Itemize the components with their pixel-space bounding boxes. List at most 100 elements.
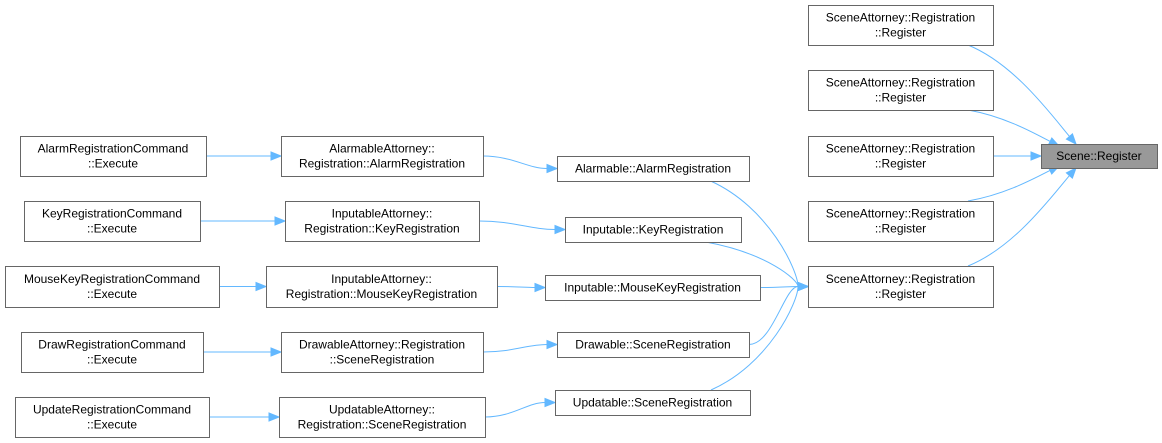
- node-drawable-attorney[interactable]: DrawableAttorney::Registration::SceneReg…: [281, 332, 484, 373]
- node-label-line: SceneAttorney::Registration: [826, 76, 975, 90]
- node-alarmable-attorney[interactable]: AlarmableAttorney::Registration::AlarmRe…: [281, 136, 484, 177]
- node-label-line: Alarmable::AlarmRegistration: [575, 162, 731, 176]
- node-label-line: KeyRegistrationCommand: [42, 207, 182, 221]
- node-label-line: SceneAttorney::Registration: [826, 11, 975, 25]
- node-label-line: SceneAttorney::Registration: [826, 142, 975, 156]
- edge-arrowhead: [546, 339, 559, 350]
- edge-arrowhead: [546, 163, 559, 174]
- node-sa-reg-3[interactable]: SceneAttorney::Registration::Register: [808, 136, 994, 177]
- node-box: [557, 332, 750, 358]
- edge-arrowhead: [1065, 166, 1077, 180]
- node-box: [285, 201, 480, 242]
- node-draw-cmd[interactable]: DrawRegistrationCommand::Execute: [21, 332, 204, 373]
- node-box: [808, 266, 994, 308]
- edge-line: [482, 344, 548, 353]
- edge-line: [705, 241, 799, 287]
- edge-arrowhead: [268, 412, 281, 422]
- node-label-line: AlarmableAttorney::: [329, 142, 434, 156]
- node-label-line: ::Execute: [88, 157, 138, 171]
- edge-arrowhead: [544, 397, 557, 408]
- node-box: [24, 201, 201, 242]
- edge-line: [748, 286, 799, 345]
- node-mousekey-cmd[interactable]: MouseKeyRegistrationCommand::Execute: [5, 266, 220, 308]
- edge-line: [482, 155, 548, 169]
- node-updatable-attorney[interactable]: UpdatableAttorney::Registration::SceneRe…: [279, 397, 486, 438]
- node-label-line: Scene::Register: [1056, 149, 1141, 163]
- node-label-line: ::Register: [875, 91, 926, 105]
- node-label-line: ::SceneRegistration: [330, 353, 435, 367]
- node-sa-reg-2[interactable]: SceneAttorney::Registration::Register: [808, 70, 994, 111]
- node-label-line: SceneAttorney::Registration: [826, 272, 975, 286]
- node-label-line: Drawable::SceneRegistration: [575, 338, 730, 352]
- node-box: [5, 266, 220, 308]
- node-label-line: ::Register: [875, 157, 926, 171]
- node-alarm-cmd[interactable]: AlarmRegistrationCommand::Execute: [20, 136, 207, 177]
- node-inputable-attorney-key[interactable]: InputableAttorney::Registration::KeyRegi…: [285, 201, 480, 242]
- nodes-layer: Scene::RegisterSceneAttorney::Registrati…: [5, 5, 1158, 438]
- edge-line: [967, 170, 1074, 267]
- node-label-line: ::Execute: [87, 287, 137, 301]
- node-label-line: ::Execute: [87, 418, 137, 432]
- node-sa-reg-1[interactable]: SceneAttorney::Registration::Register: [808, 5, 994, 46]
- edge-line: [710, 180, 799, 287]
- node-box: [15, 397, 210, 438]
- node-box: [266, 266, 498, 308]
- node-box: [281, 332, 484, 373]
- node-label-line: DrawableAttorney::Registration: [299, 338, 465, 352]
- node-drawable-scene-reg[interactable]: Drawable::SceneRegistration: [557, 332, 750, 358]
- edge-arrowhead: [554, 224, 567, 235]
- node-label-line: UpdatableAttorney::: [329, 403, 435, 417]
- node-box: [557, 156, 750, 182]
- edge-arrowhead: [255, 281, 268, 292]
- node-sa-reg-5[interactable]: SceneAttorney::Registration::Register: [808, 266, 994, 308]
- node-label-line: ::Register: [875, 287, 926, 301]
- edge-arrowhead: [1065, 132, 1077, 146]
- node-label-line: Registration::AlarmRegistration: [299, 157, 465, 171]
- node-inputable-attorney-mouse[interactable]: InputableAttorney::Registration::MouseKe…: [266, 266, 498, 308]
- node-update-cmd[interactable]: UpdateRegistrationCommand::Execute: [15, 397, 210, 438]
- node-scene-register[interactable]: Scene::Register: [1041, 144, 1158, 169]
- edge-arrowhead: [534, 282, 547, 293]
- node-label-line: ::Register: [875, 26, 926, 40]
- node-box: [279, 397, 486, 438]
- node-label-line: ::Execute: [87, 222, 137, 236]
- edge-arrowhead: [1030, 151, 1043, 161]
- node-label-line: MouseKeyRegistrationCommand: [24, 272, 200, 286]
- node-inputable-mousekey-reg[interactable]: Inputable::MouseKeyRegistration: [545, 275, 761, 301]
- node-label-line: ::Register: [875, 222, 926, 236]
- edge-arrowhead: [797, 281, 810, 292]
- node-label-line: DrawRegistrationCommand: [38, 338, 185, 352]
- edge-line: [484, 402, 546, 418]
- node-label-line: ::Execute: [87, 353, 137, 367]
- node-inputable-key-reg[interactable]: Inputable::KeyRegistration: [565, 217, 742, 243]
- node-label-line: Inputable::KeyRegistration: [583, 223, 724, 237]
- node-key-cmd[interactable]: KeyRegistrationCommand::Execute: [24, 201, 201, 242]
- node-label-line: AlarmRegistrationCommand: [38, 142, 189, 156]
- node-label-line: Updatable::SceneRegistration: [573, 396, 732, 410]
- node-box: [808, 201, 994, 242]
- node-label-line: UpdateRegistrationCommand: [33, 403, 191, 417]
- node-box: [808, 70, 994, 111]
- edge-line: [967, 44, 1074, 142]
- edge-arrowhead: [270, 151, 283, 161]
- node-label-line: InputableAttorney::: [331, 272, 432, 286]
- node-updatable-scene-reg[interactable]: Updatable::SceneRegistration: [555, 390, 751, 416]
- node-box: [808, 5, 994, 46]
- edge-line: [478, 220, 556, 230]
- node-label-line: Registration::MouseKeyRegistration: [286, 287, 477, 301]
- node-box: [281, 136, 484, 177]
- node-box: [565, 217, 742, 243]
- node-box: [20, 136, 207, 177]
- node-label-line: InputableAttorney::: [332, 207, 433, 221]
- node-label-line: Inputable::MouseKeyRegistration: [564, 281, 741, 295]
- node-box: [555, 390, 751, 416]
- edge-line: [710, 286, 799, 391]
- edge-arrowhead: [274, 216, 287, 226]
- node-box: [1041, 144, 1158, 169]
- edges-layer: [200, 44, 1077, 422]
- node-sa-reg-4[interactable]: SceneAttorney::Registration::Register: [808, 201, 994, 242]
- node-label-line: Registration::SceneRegistration: [298, 418, 467, 432]
- node-alarmable-alarm-reg[interactable]: Alarmable::AlarmRegistration: [557, 156, 750, 182]
- node-box: [21, 332, 204, 373]
